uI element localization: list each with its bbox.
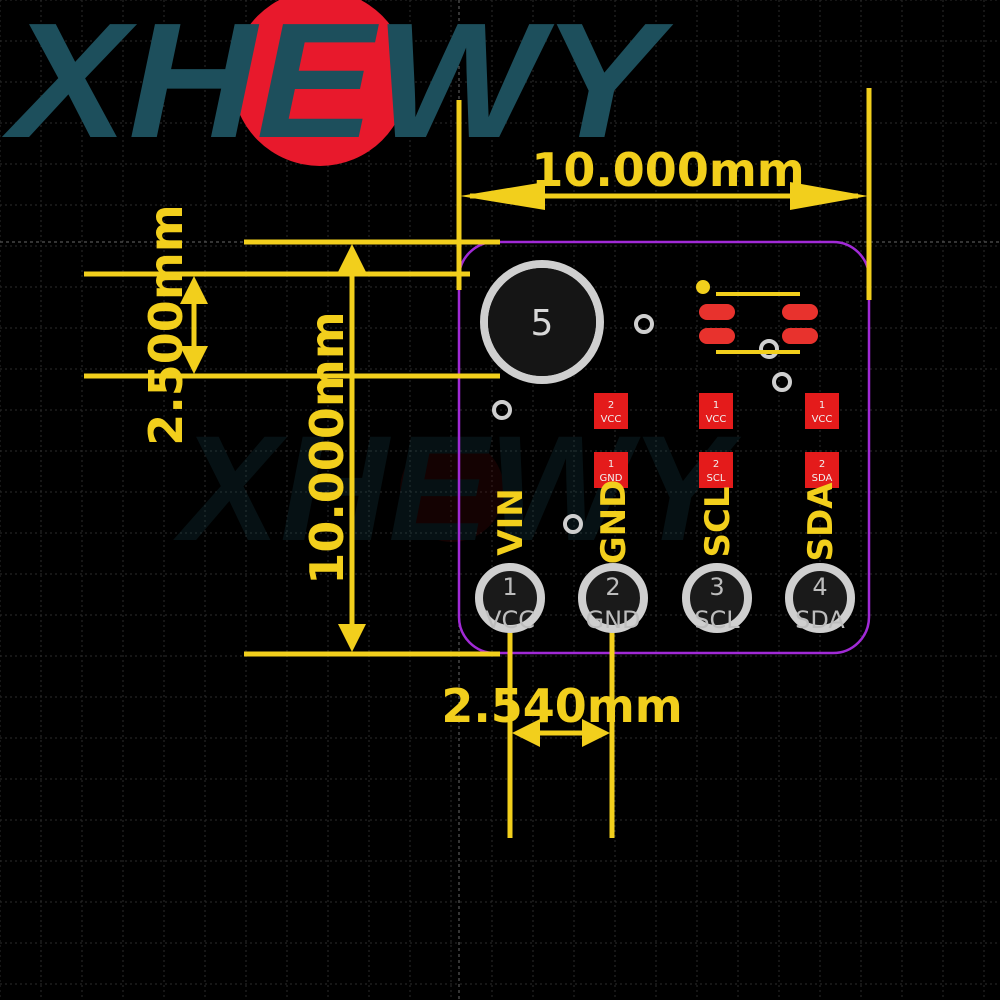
header-pin-net: VCC [485,606,535,634]
header-pin-silk: VIN [491,488,531,555]
smd-pad-number: 1 [608,459,614,470]
smd-pad-net: GND [600,473,623,484]
ic-pad [782,328,818,344]
ic-pads [699,304,818,344]
smd-pad-net: SDA [812,473,833,484]
header-pin-silk: GND [594,480,634,565]
header-pin-pad [475,563,545,633]
header-pin-net: GND [585,606,640,634]
dim-pitch-label: 2.540mm [441,679,682,733]
dimension-labels: 10.000mm 10.000mm 2.500mm 2.540mm [139,143,805,733]
header-pin-net: SDA [795,606,845,634]
arrow-pitch-left [512,719,540,747]
ic-pad [699,304,735,320]
board-outline [457,240,871,655]
smd-pad-body [699,393,733,429]
via [772,372,792,392]
watermark-text: XHEWY [173,404,742,572]
arrow-pitch-right [582,719,610,747]
ic-pad [782,304,818,320]
via [492,400,512,420]
logo-badge [232,0,408,166]
smd-pad-net: VCC [601,414,622,425]
arrow-width-right [790,182,868,210]
mounting-hole-ring [480,260,604,384]
header-pin-number: 2 [605,573,620,601]
ic-footprint [696,280,818,354]
arrow-height-top [338,244,366,272]
header-pin-number: 3 [709,573,724,601]
watermark-badge [400,438,504,542]
smd-pad-net: VCC [706,414,727,425]
ic-pad [699,328,735,344]
header-pin-silk: SCL [698,486,738,557]
smd-pad-number: 2 [608,400,614,411]
smd-pad-body [805,452,839,488]
arrow-width-left [460,182,545,210]
dim-width-label: 10.000mm [531,143,804,197]
mounting-hole-label: 5 [531,303,554,344]
smd-pad-number: 2 [713,459,719,470]
smd-pad-number: 1 [713,400,719,411]
mounting-hole: 5 [480,260,604,384]
header-pin-number: 4 [812,573,827,601]
smd-pad-body [594,452,628,488]
smd-pad-body [594,393,628,429]
header-pin-pad [682,563,752,633]
watermark-logo: XHEWY [173,404,742,572]
dim-hole-label: 2.500mm [139,204,193,445]
smd-pad-net: SCL [707,473,726,484]
smd-pad-number: 2 [819,459,825,470]
logo-text: XHEWY [1,0,673,172]
arrow-height-bottom [338,624,366,652]
ic-pin1-dot [696,280,710,294]
header-pin-pad [578,563,648,633]
arrow-hole-bottom [180,346,208,374]
smd-pad-body [699,452,733,488]
smd-pad-net: VCC [812,414,833,425]
smd-pad-number: 1 [819,400,825,411]
brand-logo: XHEWY [1,0,674,172]
smd-pad-body [805,393,839,429]
via [634,314,654,334]
header-pin-net: SCL [694,606,740,634]
mounting-hole-drill [488,268,596,376]
header-pin-pad [785,563,855,633]
header-pin-number: 1 [502,573,517,601]
arrow-hole-top [180,276,208,304]
header-pin-silk: SDA [801,482,841,562]
via [563,514,583,534]
dimension-arrows [180,182,868,747]
dim-height-label: 10.000mm [300,311,354,584]
via [759,339,779,359]
vias [492,314,792,534]
